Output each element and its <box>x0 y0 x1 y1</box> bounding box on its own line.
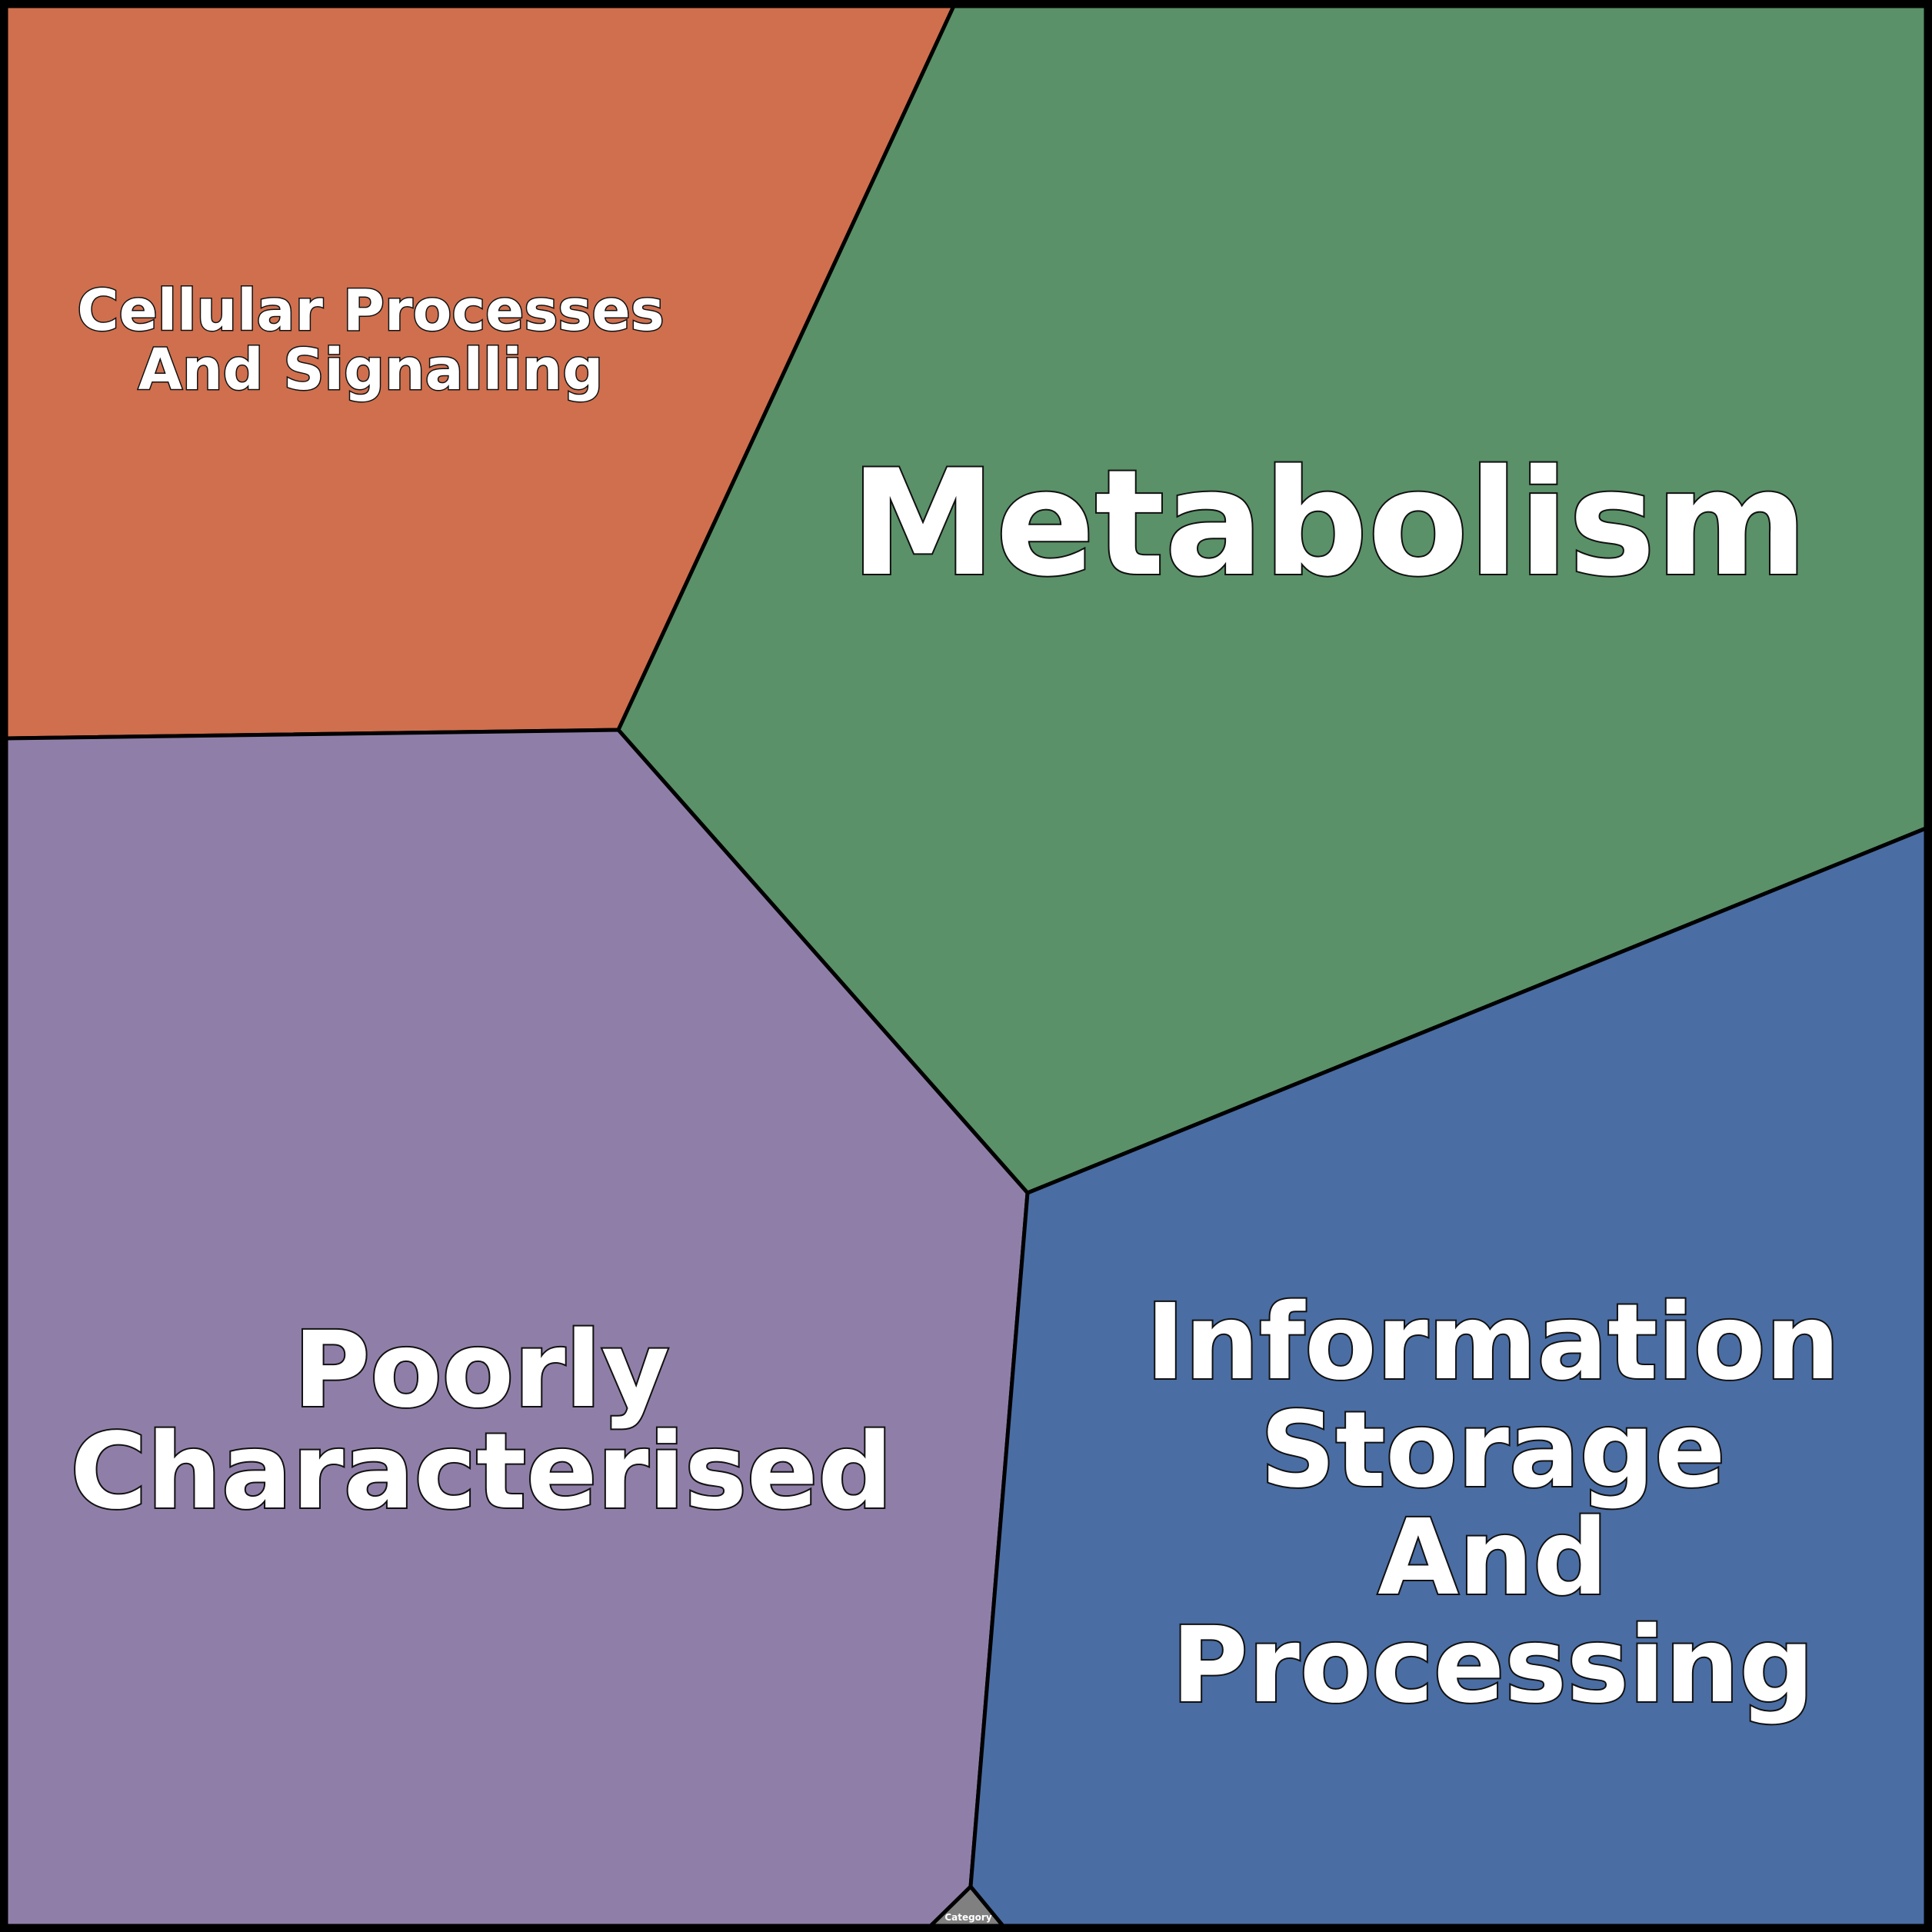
cell-label-line: And Signalling <box>138 337 604 403</box>
cell-label-category: Category <box>944 1912 992 1923</box>
cell-label-line: Storage <box>1261 1390 1726 1511</box>
cell-label-line: Information <box>1146 1282 1840 1404</box>
cell-metabolism: Metabolism <box>616 4 1928 1195</box>
cell-label-line: Poorly <box>294 1310 670 1431</box>
cell-label-line: And <box>1377 1497 1607 1619</box>
cell-label-line: Metabolism <box>851 438 1808 608</box>
cell-label-metabolism: Metabolism <box>851 438 1808 608</box>
cell-label-line: Characterised <box>70 1411 892 1533</box>
cell-label-line: Processing <box>1171 1605 1814 1727</box>
cell-label-line: Category <box>944 1912 992 1923</box>
cell-label-line: Cellular Processes <box>77 278 664 344</box>
